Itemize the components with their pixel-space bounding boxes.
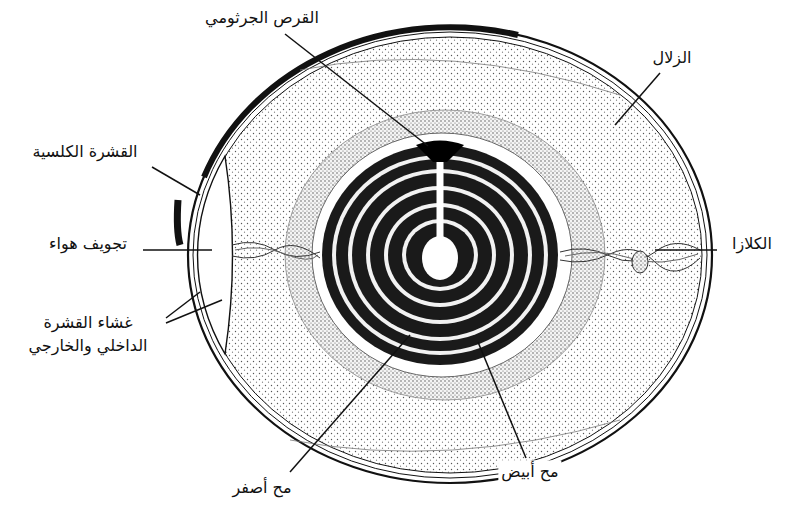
part-label: تجويف هواء — [46, 232, 130, 255]
part-label: غشاء القشرة الداخلي والخارجي — [15, 311, 161, 357]
germinal-disc — [416, 141, 464, 163]
part-label: القرص الجرثومي — [202, 6, 322, 29]
calcareous-shell — [177, 200, 180, 245]
albumen — [198, 37, 702, 473]
thick-albumen — [285, 110, 605, 400]
part-label: مح أصفر — [230, 476, 295, 499]
shell-outline — [188, 27, 712, 483]
part-label: القشرة الكلسية — [29, 140, 140, 163]
air-cell — [198, 156, 233, 354]
vitelline-membrane — [312, 133, 572, 377]
yolk — [322, 145, 558, 365]
outer-membrane — [193, 32, 707, 478]
part-label: مح أبيض — [498, 460, 561, 483]
part-label: الكلازا — [729, 232, 775, 255]
leader-line — [143, 34, 717, 472]
part-label: الزلال — [650, 46, 695, 69]
